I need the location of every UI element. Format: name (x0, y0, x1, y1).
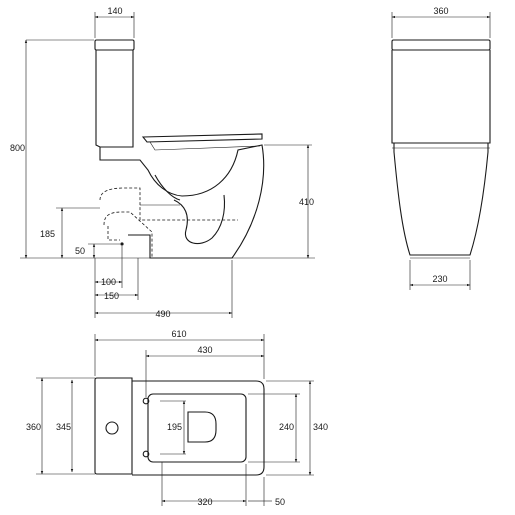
tank-lid (95, 40, 134, 50)
dim-top-tank-width-label: 360 (26, 422, 41, 432)
dim-seat-length-label: 430 (197, 345, 212, 355)
front-tank-body (392, 50, 490, 143)
top-seat-outline (148, 394, 246, 462)
dim-overall-length-label: 610 (171, 329, 186, 339)
side-view: 140 800 410 185 50 100 150 490 (10, 6, 315, 319)
seat-lid (143, 134, 262, 142)
dim-seat-width-label: 240 (279, 422, 294, 432)
drain-center-mark (120, 242, 123, 245)
dim-rear-gap-label: 50 (275, 497, 285, 507)
tank-body (96, 50, 133, 147)
flush-button-icon (106, 422, 118, 434)
dim-outlet-height-label: 410 (299, 197, 314, 207)
front-tank-lid (392, 40, 490, 50)
dim-foot-width-label: 230 (432, 274, 447, 284)
dim-total-depth-label: 490 (155, 309, 170, 319)
dim-drain-offset-label: 50 (75, 246, 85, 256)
dim-inner-width-label: 345 (56, 422, 71, 432)
dim-bowl-opening-label: 195 (167, 422, 182, 432)
trapway-entry (155, 175, 180, 200)
dim-wall-offset-a-label: 100 (101, 277, 116, 287)
dim-total-height-label: 800 (10, 143, 25, 153)
dim-drain-height-label: 185 (40, 229, 55, 239)
bowl-opening (188, 412, 216, 442)
dim-bowl-width-label: 340 (313, 422, 328, 432)
top-tank (95, 378, 132, 474)
bowl-body (100, 145, 264, 258)
top-view: 610 430 360 345 195 240 340 320 (26, 329, 328, 507)
dim-seat-depth-label: 320 (197, 497, 212, 507)
dim-wall-offset-b-label: 150 (104, 291, 119, 301)
trapway (174, 195, 225, 244)
hidden-drain-inner (108, 226, 120, 240)
dim-tank-depth-label: 140 (107, 6, 122, 16)
front-bowl-body (394, 143, 488, 255)
front-view: 360 230 (392, 6, 490, 290)
dim-front-width-label: 360 (433, 6, 448, 16)
